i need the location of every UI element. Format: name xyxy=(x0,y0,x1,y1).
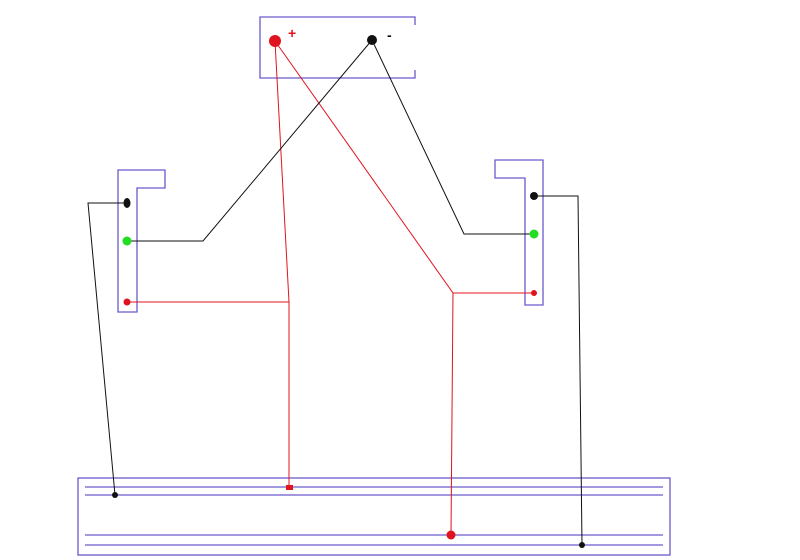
battery: + - xyxy=(259,16,416,79)
black-wire-left-green xyxy=(127,39,373,242)
bus-outline xyxy=(77,477,671,556)
left-black-terminal xyxy=(123,198,131,208)
left-red-terminal xyxy=(123,298,131,306)
bus-black-junction-1 xyxy=(112,492,118,498)
right-black-terminal xyxy=(530,192,538,200)
negative-label: - xyxy=(387,27,392,43)
right-connector-outline xyxy=(494,159,544,306)
bus-black-junction-2 xyxy=(579,542,585,548)
battery-outline xyxy=(259,16,416,79)
bus-red-junction-1 xyxy=(286,485,293,490)
bus-bar-box xyxy=(77,477,671,556)
positive-label: + xyxy=(288,25,296,41)
right-green-terminal xyxy=(529,229,539,239)
black-wire-right-green xyxy=(371,39,534,235)
black-wire-right-ground xyxy=(534,195,583,546)
left-connector-outline xyxy=(117,169,166,313)
left-connector xyxy=(117,169,166,313)
right-connector xyxy=(494,159,544,306)
bus-red-junction-2 xyxy=(446,530,456,540)
black-wire-left-ground xyxy=(87,202,127,496)
right-red-terminal xyxy=(531,290,537,296)
red-wire-right-drop xyxy=(450,292,454,536)
left-green-terminal xyxy=(122,236,132,246)
red-wire-left xyxy=(274,40,290,487)
